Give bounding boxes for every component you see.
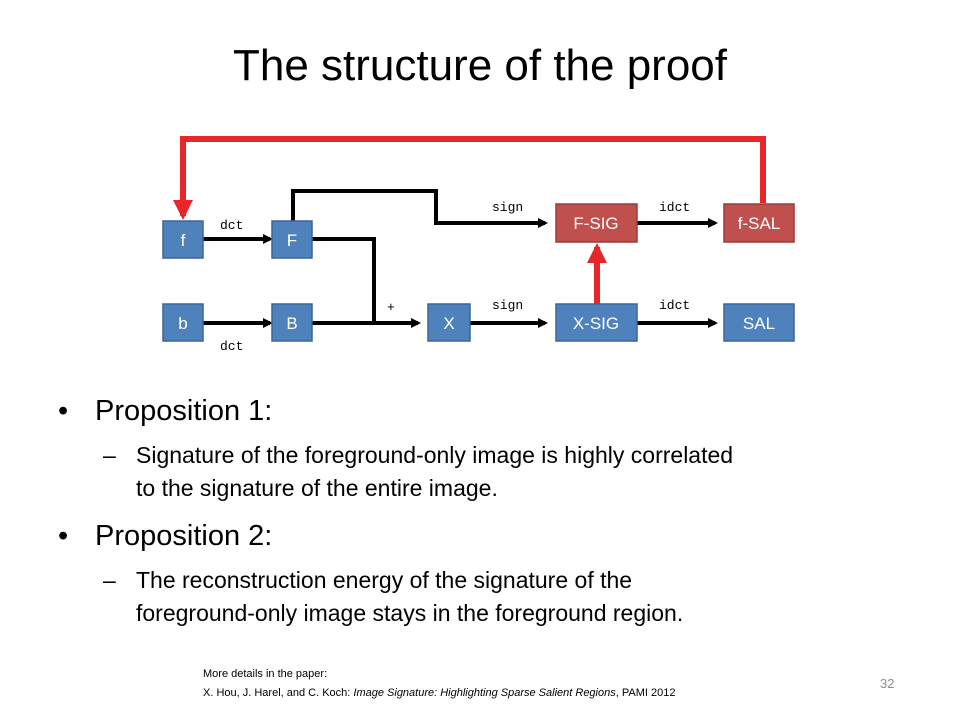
sub-bullet-dash: – <box>103 567 116 593</box>
edge-label-dct-bottom: dct <box>220 339 243 354</box>
node-F: F <box>271 220 313 259</box>
footer-reference: More details in the paper: X. Hou, J. Ha… <box>203 665 675 703</box>
node-SAL-label: SAL <box>743 314 775 333</box>
node-f-label: f <box>181 231 186 250</box>
edge-label-sign-top: sign <box>492 200 523 215</box>
node-B-label: B <box>286 314 297 333</box>
edge-label-idct-bottom: idct <box>659 298 690 313</box>
node-B: B <box>271 303 313 342</box>
bullet-dot: • <box>58 520 69 552</box>
node-X: X <box>427 303 471 342</box>
arrow-F-to-X <box>312 237 376 323</box>
node-X-label: X <box>443 314 454 333</box>
edge-label-plus: + <box>387 300 395 315</box>
edge-label-idct-top: idct <box>659 200 690 215</box>
node-b-label: b <box>178 314 187 333</box>
node-F-SIG: F-SIG <box>555 203 638 243</box>
node-X-SIG: X-SIG <box>555 303 638 342</box>
node-f-SAL-label: f-SAL <box>738 214 781 233</box>
slide-title: The structure of the proof <box>232 41 728 90</box>
bullet-label: Proposition 1: <box>95 395 273 427</box>
node-X-SIG-label: X-SIG <box>573 314 619 333</box>
bullet-label: Proposition 2: <box>95 520 273 552</box>
arrow-F-to-F-SIG <box>291 189 548 228</box>
footer-line-2: X. Hou, J. Harel, and C. Koch: Image Sig… <box>203 684 675 703</box>
edge-label-sign-bottom: sign <box>492 298 523 313</box>
footer-paper-title: Image Signature: Highlighting Sparse Sal… <box>353 687 616 699</box>
footer-authors: X. Hou, J. Harel, and C. Koch: <box>203 687 354 699</box>
footer-venue: , PAMI 2012 <box>615 687 676 699</box>
sub-bullet-line: to the signature of the entire image. <box>136 475 498 501</box>
node-f: f <box>162 220 204 259</box>
arrow-f-SAL-to-f <box>173 136 766 220</box>
node-F-label: F <box>287 231 297 250</box>
sub-bullet-line: The reconstruction energy of the signatu… <box>136 567 633 593</box>
sub-bullet-line: Signature of the foreground-only image i… <box>136 442 734 468</box>
bullet-dot: • <box>58 395 69 427</box>
page-number: 32 <box>880 676 895 691</box>
node-f-SAL: f-SAL <box>723 203 795 243</box>
node-b: b <box>162 303 204 342</box>
footer-line-1: More details in the paper: <box>203 668 328 680</box>
edge-label-dct-top: dct <box>220 218 243 233</box>
sub-bullet-dash: – <box>103 442 116 468</box>
sub-bullet-line: foreground-only image stays in the foreg… <box>136 600 684 626</box>
node-SAL: SAL <box>723 303 795 342</box>
node-F-SIG-label: F-SIG <box>573 214 618 233</box>
